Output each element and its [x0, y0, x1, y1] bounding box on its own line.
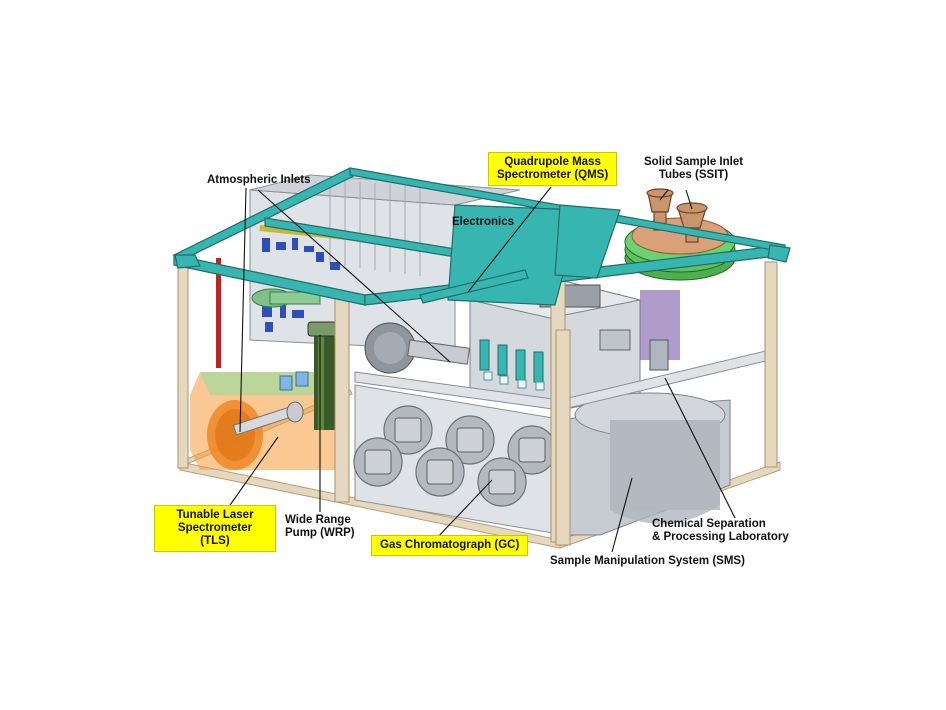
atmospheric-inlets-label: Atmospheric Inlets: [207, 174, 311, 186]
qms-label: Quadrupole Mass Spectrometer (QMS): [488, 152, 618, 186]
frame-posts: [177, 209, 778, 546]
tls-label-line1: Tunable Laser: [176, 509, 254, 521]
qms-label-line2: Spectrometer (QMS): [497, 169, 609, 181]
ssit-label-line2: Tubes (SSIT): [658, 169, 729, 181]
wrp-label-line2: Pump (WRP): [285, 527, 355, 539]
wrp-label: Wide Range Pump (WRP): [285, 514, 357, 540]
ssit-label: Solid Sample Inlet Tubes (SSIT): [644, 156, 743, 182]
sms-module: [354, 349, 771, 536]
tls-module: [190, 371, 335, 470]
wide-range-pump: [251, 288, 343, 430]
red-rod: [216, 258, 221, 368]
top-frame: [172, 167, 791, 306]
sms-label: Sample Manipulation System (SMS): [550, 555, 745, 567]
tls-label-line2: Spectrometer: [177, 522, 253, 534]
tls-label: Tunable Laser Spectrometer (TLS): [154, 505, 276, 552]
wrp-label-line1: Wide Range: [285, 514, 351, 526]
ssit-label-line1: Solid Sample Inlet: [644, 156, 744, 168]
gc-module: [353, 384, 566, 536]
tls-label-line3: (TLS): [200, 535, 230, 547]
cspl-label-line2: & Processing Laboratory: [652, 531, 789, 543]
gc-label: Gas Chromatograph (GC): [371, 535, 529, 556]
electronics-label: Electronics: [452, 216, 514, 228]
leader-lines: [227, 186, 736, 553]
cspl-label-line1: Chemical Separation: [652, 518, 766, 530]
cspl-label: Chemical Separation & Processing Laborat…: [652, 518, 789, 544]
qms-label-line1: Quadrupole Mass: [504, 156, 601, 168]
